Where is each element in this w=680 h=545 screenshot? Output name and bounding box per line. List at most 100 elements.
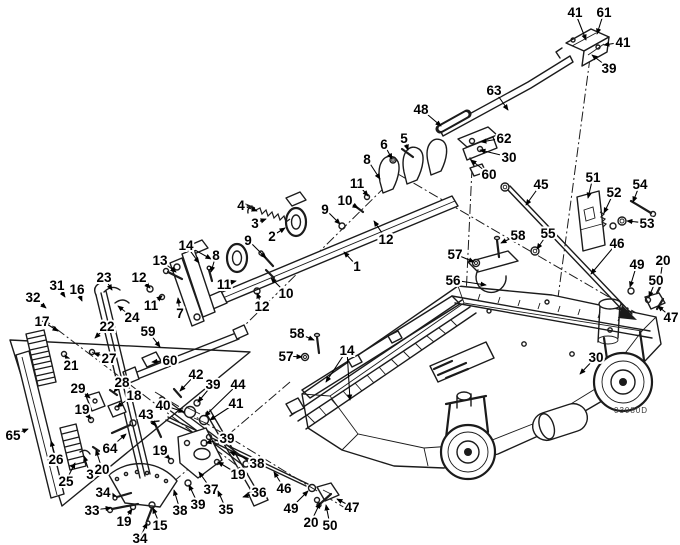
leader-line (242, 491, 260, 498)
leader-line (94, 325, 108, 339)
callout-54: 54 (632, 177, 648, 192)
callout-19: 19 (74, 402, 89, 417)
leader-line (145, 413, 157, 427)
callout-11: 11 (217, 277, 232, 292)
callout-31: 31 (49, 278, 65, 293)
latch-bracket (576, 190, 657, 252)
leader-line (198, 471, 212, 490)
callout-40: 40 (155, 398, 170, 413)
callout-57: 57 (278, 349, 293, 364)
leader-line (81, 408, 92, 420)
leader-line (95, 449, 103, 470)
callout-13: 13 (152, 253, 168, 268)
leader-line (324, 208, 341, 225)
leader-line (325, 349, 348, 383)
leader-line (64, 354, 72, 366)
callout-46: 46 (609, 236, 625, 251)
leader-line (256, 292, 263, 307)
leader-line (209, 402, 237, 421)
callout-25: 25 (58, 474, 74, 489)
callout-51: 51 (585, 170, 601, 185)
deck-roller (531, 402, 589, 442)
leader-line (150, 295, 163, 306)
drawing-code: 03080D (614, 406, 648, 415)
callout-60: 60 (481, 167, 496, 182)
callout-12: 12 (131, 270, 146, 285)
callout-30: 30 (501, 150, 516, 165)
callout-39: 39 (219, 431, 234, 446)
leader-line (626, 218, 648, 225)
callout-45: 45 (533, 177, 549, 192)
callout-19: 19 (152, 443, 167, 458)
callout-50: 50 (648, 273, 663, 288)
leader-line (536, 232, 549, 250)
callout-65: 65 (5, 428, 21, 443)
leader-line (454, 253, 475, 263)
leader-line (197, 383, 214, 403)
callout-12: 12 (254, 299, 269, 314)
callout-27: 27 (101, 351, 116, 366)
callout-57: 57 (447, 247, 462, 262)
callout-55: 55 (540, 226, 556, 241)
leader-line (603, 41, 624, 47)
callout-8: 8 (363, 152, 371, 167)
callout-44: 44 (230, 377, 246, 392)
callout-41: 41 (228, 396, 244, 411)
callout-20: 20 (655, 253, 670, 268)
leader-line (373, 220, 387, 240)
callout-46: 46 (276, 481, 292, 496)
callout-34: 34 (95, 485, 111, 500)
callout-38: 38 (249, 456, 265, 471)
leader-line (586, 176, 594, 199)
leader-lines (12, 11, 672, 539)
callout-1: 1 (353, 259, 361, 274)
callout-3: 3 (251, 216, 259, 231)
callout-8: 8 (212, 248, 220, 263)
callout-36: 36 (251, 485, 267, 500)
lift-frame-bar (146, 138, 459, 327)
leader-line (147, 330, 161, 348)
callout-37: 37 (203, 482, 218, 497)
callout-28: 28 (114, 375, 130, 390)
callout-61: 61 (596, 5, 612, 20)
leader-line (93, 352, 110, 359)
callout-14: 14 (339, 343, 355, 358)
leader-line (65, 462, 76, 482)
callout-39: 39 (205, 377, 220, 392)
leader-line (480, 137, 505, 144)
callout-38: 38 (172, 503, 188, 518)
handle-pivot-bracket (457, 126, 498, 177)
callout-32: 32 (25, 290, 40, 305)
leader-line (470, 159, 490, 175)
leader-line (159, 259, 177, 273)
callout-19: 19 (230, 467, 245, 482)
callout-6: 6 (380, 137, 388, 152)
leader-line (41, 320, 59, 332)
leader-line (162, 404, 185, 413)
leader-line (223, 279, 237, 285)
callout-41: 41 (567, 5, 583, 20)
leader-line (83, 455, 91, 475)
leader-line (152, 507, 161, 526)
callout-30: 30 (588, 350, 603, 365)
callout-20: 20 (303, 515, 318, 530)
leader-line (579, 356, 597, 375)
callout-41: 41 (615, 35, 631, 50)
leader-line (632, 183, 641, 203)
callout-56: 56 (445, 273, 461, 288)
leader-line (591, 54, 610, 69)
callout-39: 39 (601, 61, 616, 76)
leader-line (32, 296, 47, 309)
leader-line (346, 349, 353, 401)
lift-linkage (150, 387, 269, 507)
callout-11: 11 (350, 176, 365, 191)
callout-47: 47 (663, 310, 678, 325)
leader-line (217, 490, 227, 510)
callout-42: 42 (188, 367, 203, 382)
callout-63: 63 (486, 83, 502, 98)
deck-pin-left (300, 332, 321, 362)
leader-line (12, 428, 29, 436)
callout-29: 29 (70, 381, 85, 396)
